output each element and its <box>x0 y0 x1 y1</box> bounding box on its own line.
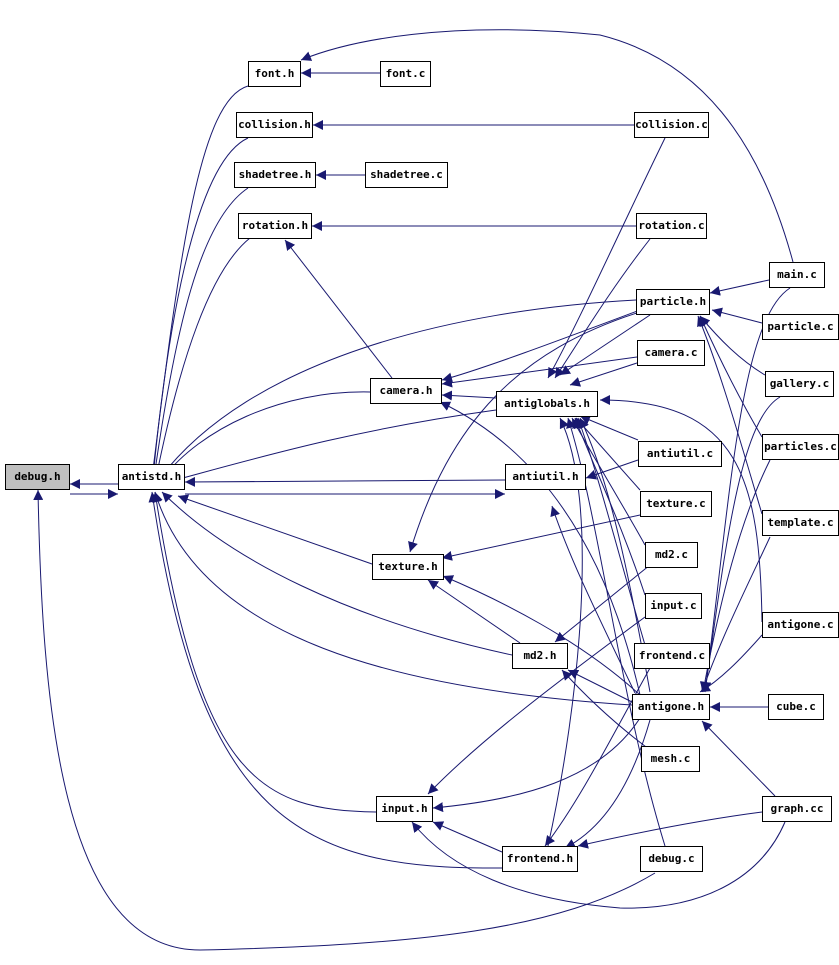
edge-mesh-c-to-md2-h <box>561 669 651 751</box>
node-font-h[interactable]: font.h <box>248 61 301 87</box>
node-particles-c[interactable]: particles.c <box>762 434 839 460</box>
node-graph-cc[interactable]: graph.cc <box>762 796 832 822</box>
node-antiutil-h[interactable]: antiutil.h <box>505 464 586 490</box>
edge-camera-c-to-antiglobals-h <box>569 361 641 387</box>
node-frontend-h[interactable]: frontend.h <box>502 846 578 872</box>
edge-antiutil-h-to-antistd-h <box>184 476 506 487</box>
edge-antiglobals-h-to-camera-h <box>441 390 497 401</box>
node-texture-h[interactable]: texture.h <box>372 554 444 580</box>
edge-md2-h-to-antistd-h <box>161 491 513 656</box>
edge-rotation-c-to-antiglobals-h <box>554 238 651 379</box>
edge-antiutil-c-to-antiutil-h <box>585 459 639 480</box>
node-particle-h[interactable]: particle.h <box>636 289 710 315</box>
node-antiglobals-h[interactable]: antiglobals.h <box>496 391 598 417</box>
node-shadetree-h[interactable]: shadetree.h <box>234 162 316 188</box>
edge-graph-cc-to-frontend-h <box>577 811 763 849</box>
node-cube-c[interactable]: cube.c <box>768 694 824 720</box>
edge-texture-c-to-texture-h <box>441 514 641 561</box>
edge-input-h-to-antistd-h <box>151 491 377 813</box>
node-font-c[interactable]: font.c <box>380 61 431 87</box>
edge-antigone-h-to-texture-h <box>442 575 641 696</box>
edge-frontend-h-to-antiglobals-h <box>547 417 583 847</box>
edge-antigone-h-to-antiutil-h <box>550 505 636 694</box>
edge-gallery-c-to-antigone-h <box>701 396 781 693</box>
node-mesh-c[interactable]: mesh.c <box>641 746 700 772</box>
node-rotation-h[interactable]: rotation.h <box>238 213 312 239</box>
edge-particle-h-to-antistd-h <box>159 299 637 479</box>
node-texture-c[interactable]: texture.c <box>640 491 712 517</box>
edge-debug-c-to-debug-h <box>33 489 656 951</box>
edge-camera-h-to-rotation-h <box>284 239 393 379</box>
edge-frontend-c-to-frontend-h <box>544 667 651 847</box>
edge-frontend-h-to-antistd-h <box>148 491 503 869</box>
edge-collision-c-to-antiglobals-h <box>547 137 666 379</box>
node-frontend-c[interactable]: frontend.c <box>634 643 710 669</box>
edge-texture-h-to-antistd-h <box>177 494 373 565</box>
node-camera-c[interactable]: camera.c <box>637 340 705 366</box>
edge-md2-c-to-antiglobals-h <box>571 417 646 546</box>
edge-antigone-h-to-camera-h <box>439 401 641 696</box>
node-gallery-c[interactable]: gallery.c <box>765 371 834 397</box>
node-collision-h[interactable]: collision.h <box>236 112 313 138</box>
edge-input-c-to-input-h <box>427 616 646 795</box>
edge-antigone-c-to-antigone-h <box>699 634 763 693</box>
node-debug-h: debug.h <box>5 464 70 490</box>
edge-camera-h-to-antistd-h <box>162 391 371 479</box>
node-main-c[interactable]: main.c <box>769 262 825 288</box>
edge-main-c-to-antigone-h <box>701 287 791 693</box>
node-camera-h[interactable]: camera.h <box>370 378 442 404</box>
node-template-c[interactable]: template.c <box>762 510 839 536</box>
edge-md2-c-to-md2-h <box>554 564 651 643</box>
edge-antigone-h-to-md2-h <box>567 669 633 703</box>
edge-graph-cc-to-input-h <box>411 821 786 909</box>
edge-graph-cc-to-antigone-h <box>701 720 776 797</box>
edge-antigone-c-to-antiglobals-h <box>599 395 763 623</box>
edge-template-c-to-antigone-h <box>700 536 771 693</box>
edge-antiglobals-h-to-antistd-h <box>167 409 497 485</box>
edge-rotation-h-to-antistd-h <box>153 237 251 479</box>
edge-frontend-h-to-input-h <box>432 821 503 853</box>
node-particle-c[interactable]: particle.c <box>762 314 839 340</box>
edge-particle-h-to-antiglobals-h <box>559 314 651 376</box>
node-shadetree-c[interactable]: shadetree.c <box>365 162 448 188</box>
node-input-c[interactable]: input.c <box>645 593 702 619</box>
edge-particle-h-to-texture-h <box>408 311 641 553</box>
node-antigone-c[interactable]: antigone.c <box>762 612 839 638</box>
edge-antigone-h-to-input-h <box>432 717 641 813</box>
edge-texture-c-to-antiglobals-h <box>575 417 641 491</box>
edge-antigone-h-to-frontend-h <box>564 719 651 849</box>
edge-antiutil-c-to-antiglobals-h <box>579 415 639 441</box>
node-md2-c[interactable]: md2.c <box>645 542 698 568</box>
edge-md2-h-to-texture-h <box>427 579 521 644</box>
edge-main-c-to-particle-h <box>709 279 770 296</box>
edge-antigone-h-to-antistd-h <box>153 491 633 706</box>
edge-template-c-to-particle-h <box>697 315 763 515</box>
node-debug-c[interactable]: debug.c <box>640 846 703 872</box>
node-antistd-h[interactable]: antistd.h <box>118 464 185 490</box>
edge-particle-c-to-particle-h <box>711 307 763 324</box>
node-rotation-c[interactable]: rotation.c <box>636 213 707 239</box>
node-antiutil-c[interactable]: antiutil.c <box>638 441 722 467</box>
node-md2-h[interactable]: md2.h <box>512 643 568 669</box>
edge-collision-h-to-antistd-h <box>148 137 249 479</box>
edge-main-c-to-font-h <box>300 29 794 263</box>
node-collision-c[interactable]: collision.c <box>634 112 709 138</box>
edge-camera-c-to-camera-h <box>441 356 638 388</box>
edge-input-c-to-antiglobals-h <box>573 417 646 596</box>
node-antigone-h[interactable]: antigone.h <box>632 694 710 720</box>
edge-frontend-c-to-antiglobals-h <box>576 417 646 646</box>
edge-debug-c-to-antiglobals-h <box>566 417 666 847</box>
edge-particles-c-to-particle-h <box>699 315 763 438</box>
edge-shadetree-h-to-antistd-h <box>150 187 249 479</box>
edge-particle-h-to-camera-h <box>441 309 641 383</box>
node-input-h[interactable]: input.h <box>376 796 433 822</box>
